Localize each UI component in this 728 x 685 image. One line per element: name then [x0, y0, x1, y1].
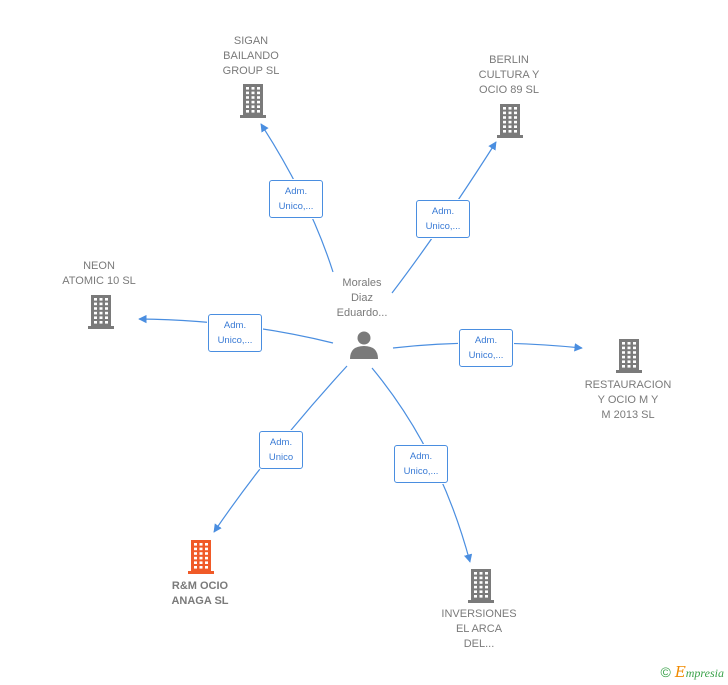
- company-name-line: CULTURA Y: [478, 69, 540, 81]
- company-label-restauracion[interactable]: RESTAURACION Y OCIO M Y M 2013 SL: [585, 378, 672, 423]
- relation-label-berlin[interactable]: Adm. Unico,...: [416, 200, 470, 238]
- company-name-line: SIGAN: [233, 35, 269, 47]
- company-name-line: NEON: [83, 260, 115, 272]
- relation-line: Unico,...: [468, 350, 504, 361]
- relation-line: Adm.: [409, 451, 433, 462]
- company-name-line: Y OCIO M Y: [597, 394, 659, 406]
- center-person-label[interactable]: Morales Diaz Eduardo...: [337, 276, 388, 321]
- building-icon-inversiones[interactable]: [468, 569, 494, 603]
- relation-line: Unico,...: [403, 466, 439, 477]
- company-label-berlin[interactable]: BERLIN CULTURA Y OCIO 89 SL: [479, 53, 540, 98]
- company-name-line: DEL...: [463, 638, 495, 650]
- relation-line: Adm.: [269, 437, 293, 448]
- company-name-line: ANAGA SL: [171, 595, 229, 607]
- company-name-line: ATOMIC 10 SL: [62, 275, 136, 287]
- relation-label-restauracion[interactable]: Adm. Unico,...: [459, 329, 513, 367]
- person-icon[interactable]: [350, 331, 378, 360]
- relation-line: Adm.: [474, 335, 498, 346]
- relation-line: Adm.: [284, 186, 308, 197]
- company-name-line: BAILANDO: [223, 50, 279, 62]
- company-name-line: BERLIN: [489, 54, 529, 66]
- center-name-line-3: Eduardo...: [336, 307, 388, 319]
- copyright-symbol: ©: [660, 664, 671, 680]
- company-name-line: M 2013 SL: [601, 409, 655, 421]
- relation-line: Adm.: [431, 206, 455, 217]
- relation-label-sigan[interactable]: Adm. Unico,...: [269, 180, 323, 218]
- company-label-rm[interactable]: R&M OCIO ANAGA SL: [171, 579, 228, 609]
- brand-name: mpresia: [685, 666, 724, 680]
- company-name-line: GROUP SL: [222, 65, 280, 77]
- company-label-neon[interactable]: NEON ATOMIC 10 SL: [62, 259, 136, 289]
- company-label-inversiones[interactable]: INVERSIONES EL ARCA DEL...: [441, 607, 516, 652]
- center-name-line-1: Morales: [342, 277, 382, 289]
- company-name-line: OCIO 89 SL: [479, 84, 539, 96]
- company-name-line: INVERSIONES: [441, 608, 517, 620]
- company-name-line: RESTAURACION: [584, 379, 672, 391]
- building-icon-restauracion[interactable]: [616, 339, 642, 373]
- brand-initial: E: [674, 663, 686, 681]
- relation-line: Adm.: [223, 320, 247, 331]
- center-name-line-2: Diaz: [350, 292, 374, 304]
- building-icon-rm[interactable]: [188, 540, 214, 574]
- relation-line: Unico,...: [425, 221, 461, 232]
- company-name-line: R&M OCIO: [171, 580, 229, 592]
- relation-line: Unico,...: [278, 201, 314, 212]
- relation-label-inversiones[interactable]: Adm. Unico,...: [394, 445, 448, 483]
- relation-line: Unico: [268, 452, 294, 463]
- copyright-footer: ©Empresia: [660, 663, 724, 681]
- building-icon-neon[interactable]: [88, 295, 114, 329]
- relation-line: Unico,...: [217, 335, 253, 346]
- building-icon-berlin[interactable]: [497, 104, 523, 138]
- relation-label-rm[interactable]: Adm. Unico: [259, 431, 303, 469]
- company-label-sigan[interactable]: SIGAN BAILANDO GROUP SL: [223, 34, 280, 79]
- company-name-line: EL ARCA: [455, 623, 503, 635]
- relation-label-neon[interactable]: Adm. Unico,...: [208, 314, 262, 352]
- icons: [88, 84, 642, 603]
- building-icon-sigan[interactable]: [240, 84, 266, 118]
